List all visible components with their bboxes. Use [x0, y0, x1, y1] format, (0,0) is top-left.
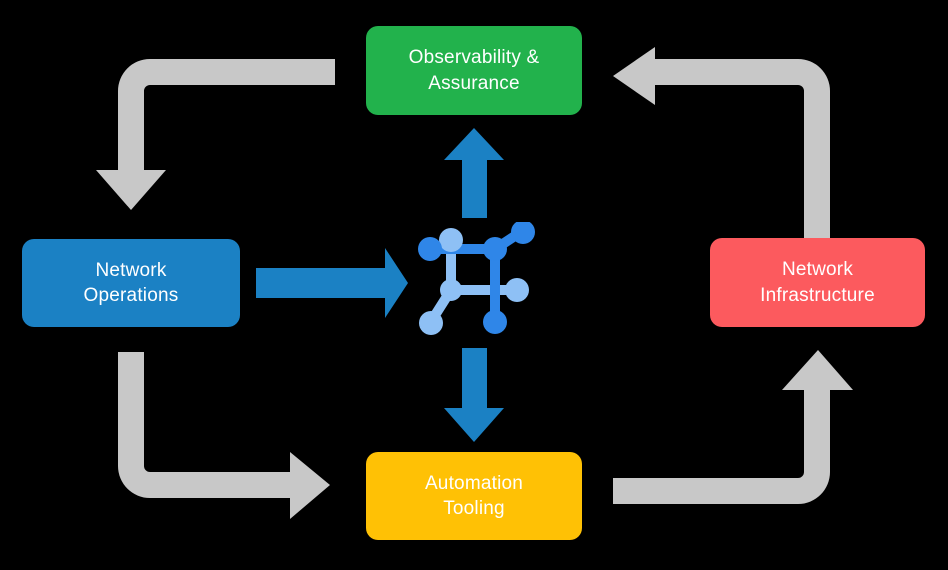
arrow-center-to-observability: [444, 128, 504, 218]
node-network-operations[interactable]: Network Operations: [22, 239, 240, 327]
node-observability-assurance[interactable]: Observability & Assurance: [366, 26, 582, 115]
node-network-operations-label: Network Operations: [83, 259, 179, 306]
arrow-automation-to-infrastructure: [613, 350, 853, 504]
node-network-infrastructure[interactable]: Network Infrastructure: [710, 238, 925, 327]
arrow-operations-to-automation: [118, 352, 330, 519]
node-automation-tooling-label: Automation Tooling: [424, 472, 524, 519]
network-topology-icon: [418, 222, 535, 335]
arrow-center-to-automation: [444, 348, 504, 442]
node-network-infrastructure-label: Network Infrastructure: [760, 259, 875, 306]
node-automation-tooling[interactable]: Automation Tooling: [366, 452, 582, 540]
arrow-infrastructure-to-observability: [613, 47, 830, 238]
arrow-operations-to-center: [256, 248, 408, 318]
topology-nodes-primary: [418, 222, 535, 334]
topology-nodes-secondary: [419, 228, 529, 335]
node-observability-label: Observability & Assurance: [408, 47, 540, 94]
arrow-observability-to-operations: [96, 59, 335, 210]
